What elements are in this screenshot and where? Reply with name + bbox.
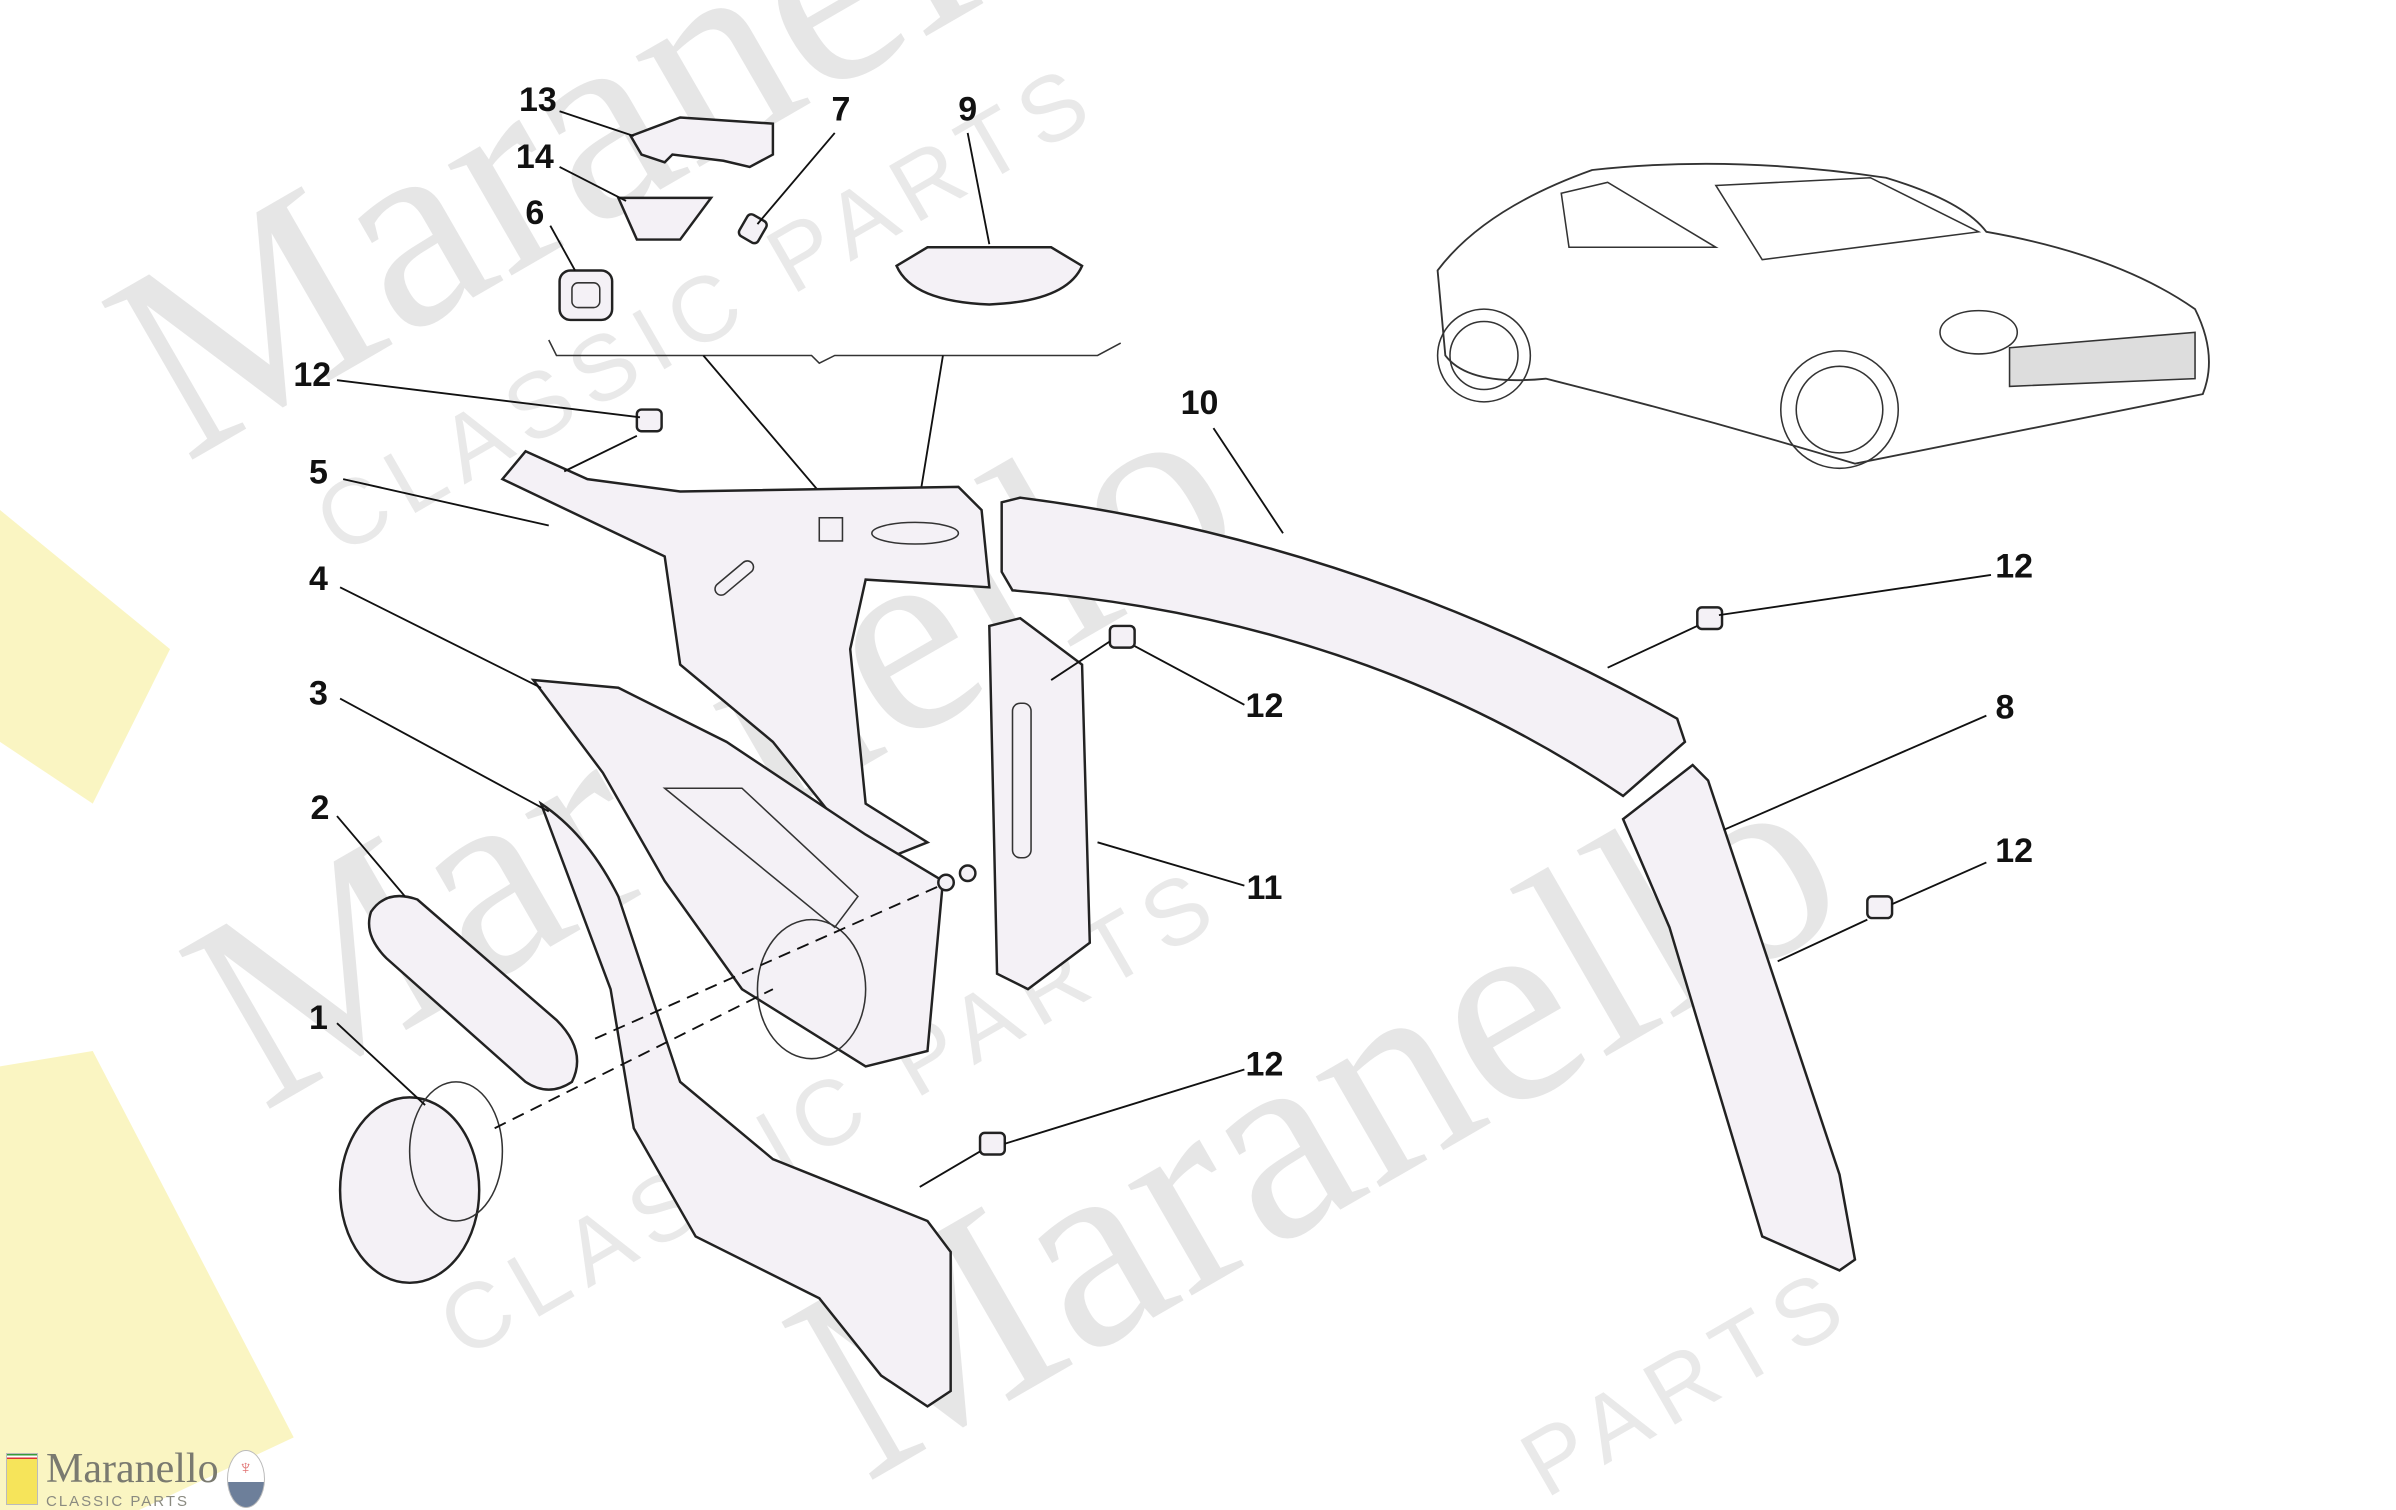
part-4-side-panel [530,678,945,1068]
callout-7: 7 [831,90,850,128]
screw-fasteners [635,408,1894,1156]
svg-text:PARTS: PARTS [1504,1245,1870,1510]
part-13-bracket [628,116,775,169]
part-6-grommet [558,269,614,322]
logo-name: Maranello [46,1446,219,1492]
callout-5: 5 [309,453,328,491]
car-illustration [1436,162,2210,470]
maserati-trident-icon: ♆ [226,1449,265,1508]
callout-4: 4 [309,560,328,598]
callout-3: 3 [309,674,328,712]
callout-10: 10 [1181,384,1219,422]
part-9-lens [895,246,1084,306]
part-1-speaker-grille [338,1081,504,1285]
callout-12: 12 [1995,832,2033,870]
callout-11: 11 [1246,869,1282,907]
leader-lines [336,110,1992,1188]
callout-12: 12 [1246,1045,1284,1083]
callout-6: 6 [525,194,544,232]
logo-tagline: CLASSIC PARTS [46,1493,189,1510]
part-11-b-pillar-trim [988,616,1092,991]
callout-8: 8 [1995,688,2014,726]
part-5-upper-trim [500,449,991,860]
part-14-clip [616,196,714,241]
callout-13: 13 [519,81,557,119]
callout-12: 12 [293,356,331,394]
callout-14: 14 [516,138,554,176]
callout-12: 12 [1995,548,2033,586]
part-3-lower-panel [538,800,952,1408]
ferrari-badge-icon [6,1452,38,1505]
part-8-a-pillar-trim [1621,763,1857,1272]
callout-1: 1 [309,999,328,1037]
callout-labels: 13 14 6 7 9 12 5 4 3 2 1 10 12 12 8 11 1… [293,81,2033,1083]
maranello-logo: Maranello CLASSIC PARTS ♆ [6,1448,265,1509]
callout-9: 9 [958,90,977,128]
part-10-roof-rail [1000,496,1687,798]
callout-2: 2 [311,789,330,827]
callout-12: 12 [1246,687,1284,725]
